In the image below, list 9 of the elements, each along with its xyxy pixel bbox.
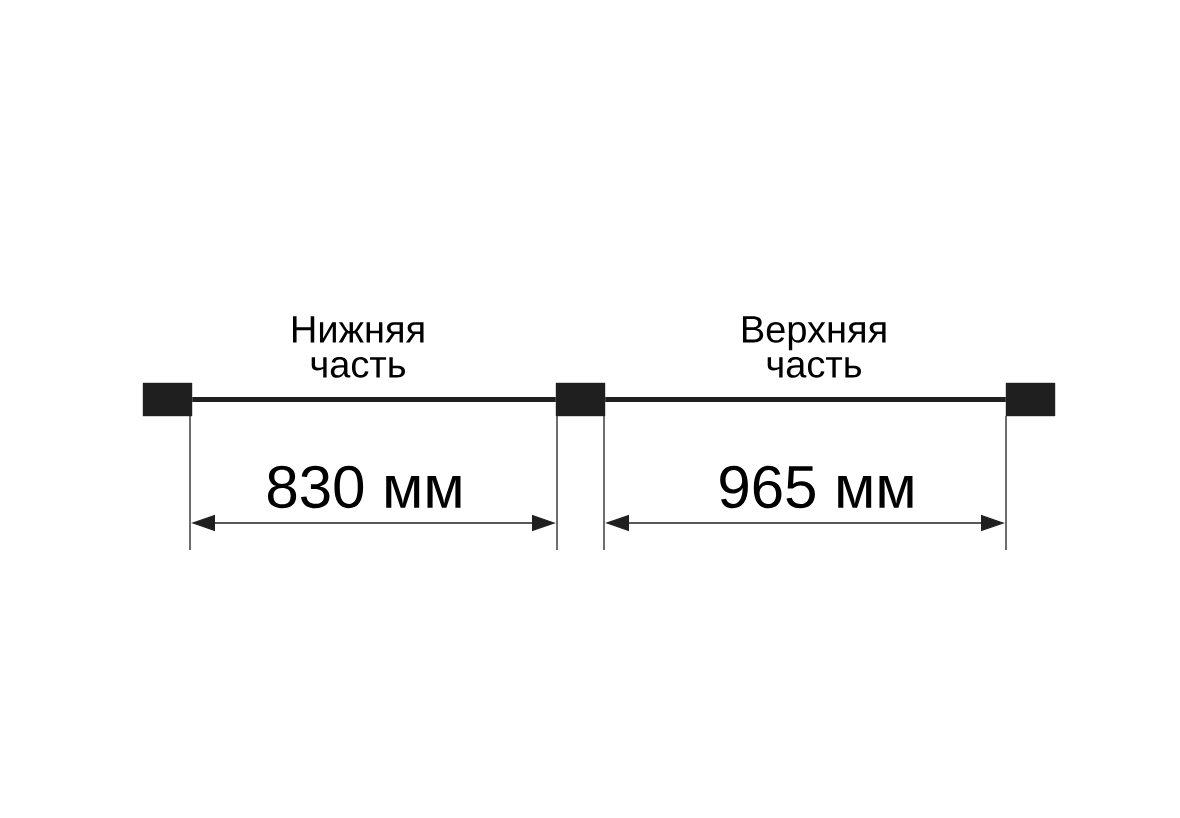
- edge-label: Нижняя часть: [293, 316, 424, 378]
- connector-block: [555, 382, 606, 417]
- edge-label: Верхняя часть: [742, 316, 886, 378]
- dimension-label: 830 мм: [267, 465, 461, 509]
- rod: [192, 397, 556, 402]
- connector-block: [142, 382, 193, 417]
- connector-block: [1005, 382, 1056, 417]
- dimension-label: 965 мм: [720, 465, 913, 509]
- rod: [605, 397, 1006, 402]
